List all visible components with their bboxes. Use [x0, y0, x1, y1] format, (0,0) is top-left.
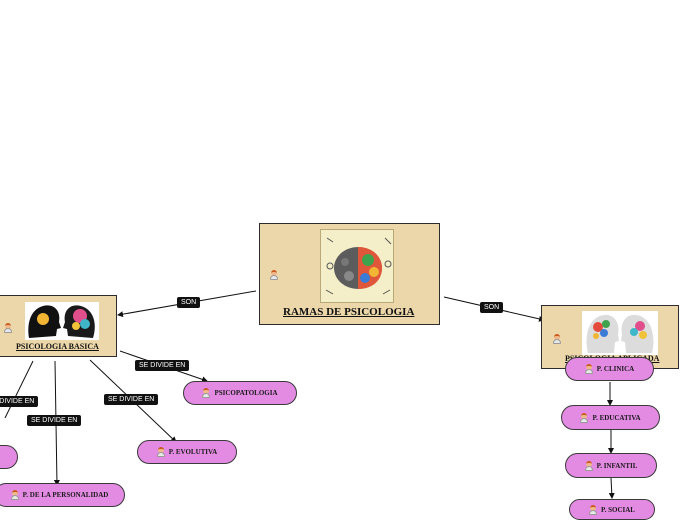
person-icon [156, 447, 165, 457]
heads-illustration [25, 302, 99, 340]
edge-label-divide-psicopatologia: SE DIVIDE EN [135, 360, 190, 371]
colorful-brains-illustration [582, 311, 658, 355]
cut-off-node[interactable] [0, 445, 18, 469]
educativa-node[interactable]: P. EDUCATIVA [561, 405, 660, 430]
social-label: P. SOCIAL [601, 505, 635, 514]
edge-label-divide-personalidad: SE DIVIDE EN [27, 415, 82, 426]
personalidad-label: P. DE LA PERSONALIDAD [22, 491, 109, 499]
person-icon [10, 490, 19, 500]
infantil-node[interactable]: P. INFANTIL [565, 453, 657, 478]
person-icon [584, 460, 593, 471]
clinica-node[interactable]: P. CLINICA [565, 357, 654, 381]
edge-basica-left [4, 360, 34, 419]
psicopatologia-label: PSICOPATOLOGIA [214, 389, 278, 397]
evolutiva-node[interactable]: P. EVOLUTIVA [137, 440, 237, 464]
root-node[interactable]: RAMAS DE PSICOLOGIA [259, 223, 440, 325]
edge-label-son-left: SON [177, 297, 201, 308]
person-icon [4, 323, 12, 333]
infantil-label: P. INFANTIL [596, 461, 638, 470]
person-icon [553, 334, 561, 344]
edge-label-divide-left: SE DIVIDE EN [0, 396, 39, 407]
person-icon [584, 364, 593, 374]
edge-label-divide-evolutiva: SE DIVIDE EN [104, 394, 159, 405]
brain-illustration [320, 229, 394, 303]
person-icon [580, 412, 589, 423]
evolutiva-label: P. EVOLUTIVA [168, 448, 218, 456]
educativa-label: P. EDUCATIVA [592, 413, 641, 422]
personalidad-node[interactable]: P. DE LA PERSONALIDAD [0, 483, 125, 507]
aplicada-node[interactable]: PSICOLOGIA APLICADA [541, 305, 679, 369]
person-icon [202, 388, 211, 398]
edge-infantil-social [608, 477, 615, 499]
basica-node[interactable]: PSICOLOGIA BASICA [0, 295, 117, 357]
psicopatologia-node[interactable]: PSICOPATOLOGIA [183, 381, 297, 405]
person-icon [589, 504, 597, 515]
edge-label-son-right: SON [480, 302, 504, 313]
clinica-label: P. CLINICA [596, 365, 635, 373]
basica-title: PSICOLOGIA BASICA [16, 342, 99, 351]
social-node[interactable]: P. SOCIAL [569, 499, 655, 520]
root-title: RAMAS DE PSICOLOGIA [283, 306, 415, 318]
person-icon [270, 270, 278, 280]
